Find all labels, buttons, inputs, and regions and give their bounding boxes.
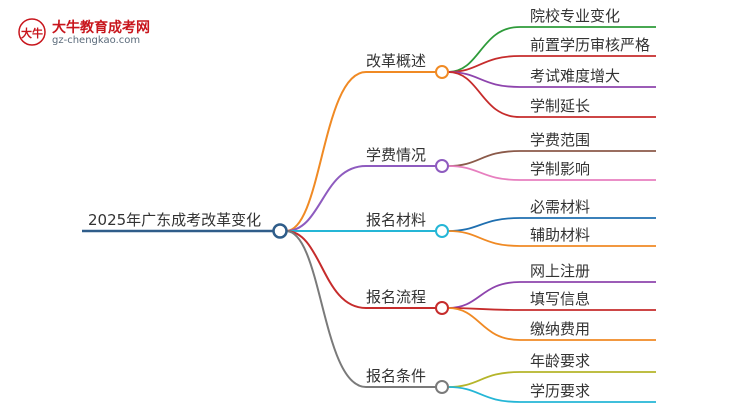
leaf-connector <box>447 371 521 388</box>
logo-mark-text: 大牛 <box>21 26 43 40</box>
branch-label: 报名流程 <box>366 288 426 306</box>
branch-node-circle <box>435 301 449 315</box>
leaf-connector <box>447 386 521 403</box>
leaf-connector <box>447 165 521 181</box>
mindmap-nodes: 2025年广东成考改革变化 改革概述 院校专业变化前置学历审核严格考试难度增大学制延… <box>88 7 650 400</box>
branch-node-circle <box>435 65 449 79</box>
leaf-label: 年龄要求 <box>530 352 590 370</box>
branch-connector <box>285 230 367 309</box>
leaf-label: 考试难度增大 <box>530 67 620 85</box>
branch-node-circle <box>435 159 449 173</box>
branch-label: 报名材料 <box>366 211 426 229</box>
mindmap-edges <box>82 26 656 403</box>
branch-label: 改革概述 <box>366 52 426 70</box>
logo-title: 大牛教育成考网 <box>52 20 150 36</box>
logo-url: gz-chengkao.com <box>52 35 141 46</box>
leaf-connector <box>447 71 521 118</box>
leaf-label: 网上注册 <box>530 262 590 280</box>
leaf-connector <box>447 307 521 341</box>
leaf-label: 必需材料 <box>530 198 590 216</box>
branch-connector <box>285 165 367 232</box>
branch-label: 学费情况 <box>366 146 426 164</box>
branch-connector <box>285 71 367 232</box>
logo-emblem-icon: 大牛 <box>18 18 46 46</box>
leaf-connector <box>447 281 521 309</box>
leaf-label: 前置学历审核严格 <box>530 36 650 54</box>
leaf-connector <box>447 217 521 232</box>
branch-node-circle <box>435 380 449 394</box>
branch-node-circle <box>435 224 449 238</box>
root-label: 2025年广东成考改革变化 <box>88 211 261 229</box>
leaf-label: 填写信息 <box>530 290 590 308</box>
leaf-label: 学历要求 <box>530 382 590 400</box>
root-node-circle <box>272 223 288 239</box>
leaf-label: 缴纳费用 <box>530 320 590 338</box>
branch-label: 报名条件 <box>366 367 426 385</box>
leaf-label: 辅助材料 <box>530 226 590 244</box>
leaf-connector <box>447 26 521 73</box>
site-logo: 大牛 大牛教育成考网 gz-chengkao.com <box>14 14 164 50</box>
leaf-label: 学制影响 <box>530 160 590 178</box>
branch-connector <box>285 230 367 388</box>
leaf-label: 院校专业变化 <box>530 7 620 25</box>
leaf-connector <box>447 150 521 167</box>
leaf-label: 学制延长 <box>530 97 590 115</box>
leaf-connector <box>447 230 521 247</box>
leaf-label: 学费范围 <box>530 131 590 149</box>
